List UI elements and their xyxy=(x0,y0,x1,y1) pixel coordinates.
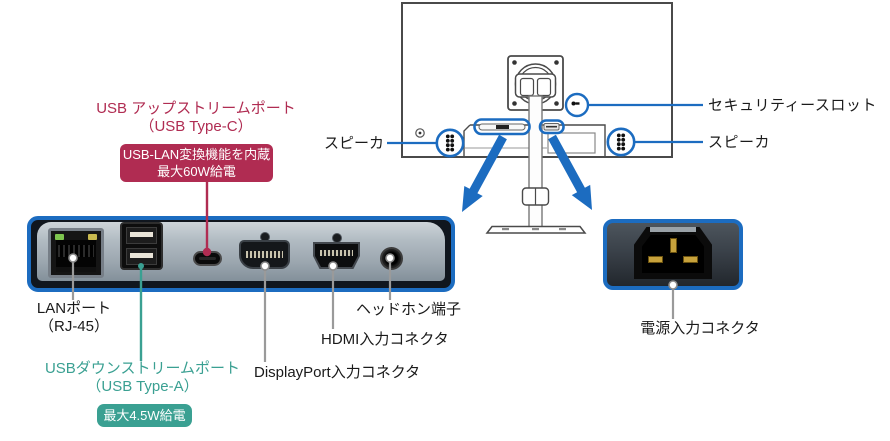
hdmi-label: HDMI入力コネクタ xyxy=(321,331,449,348)
power-panel-closeup xyxy=(603,219,743,290)
port-panel-closeup xyxy=(27,216,455,292)
rating-label-frame xyxy=(547,132,596,154)
lan-label-line1: LANポート xyxy=(36,300,112,317)
usb-a-port-top xyxy=(126,227,157,244)
lan-port-contacts xyxy=(58,245,94,257)
power-pin-right xyxy=(683,256,698,263)
stand-icon xyxy=(485,95,587,234)
stand-base-icon xyxy=(485,225,587,234)
blue-leader-lines xyxy=(387,103,703,145)
lan-port-icon xyxy=(48,228,104,278)
headphone-jack-icon xyxy=(380,247,403,270)
usb-a-port-bottom xyxy=(126,248,157,265)
lan-led-green-icon xyxy=(55,234,64,240)
speaker-right-icon xyxy=(606,127,636,157)
usb-a-downstream-label: USBダウンストリームポート （USB Type-A） xyxy=(42,360,243,396)
usb-a-badge: 最大4.5W給電 xyxy=(97,404,192,427)
power-inlet-icon xyxy=(634,227,712,279)
usb-a-label-line1: USBダウンストリームポート xyxy=(44,360,241,377)
arrow-left-icon xyxy=(462,134,507,212)
arrow-right-icon xyxy=(548,134,592,210)
displayport-icon xyxy=(239,240,290,269)
speaker-right-label: スピーカ xyxy=(708,134,771,151)
power-inlet-flange xyxy=(650,227,696,232)
usb-c-port-icon xyxy=(193,251,222,266)
hdmi-port-icon xyxy=(313,242,360,269)
headphone-label: ヘッドホン端子 xyxy=(356,301,462,318)
lan-label-line2: （RJ-45） xyxy=(38,318,109,335)
power-inlet-label: 電源入力コネクタ xyxy=(640,320,760,337)
usb-a-label-line2: （USB Type-A） xyxy=(86,378,199,395)
vesa-mount-icon xyxy=(507,55,564,111)
usb-c-upstream-label: USB アップストリームポート （USB Type-C） xyxy=(91,100,301,136)
usb-c-badge-line2: 最大60W給電 xyxy=(157,164,236,179)
power-inlet-highlight xyxy=(538,119,565,135)
usb-c-title-line2: （USB Type-C） xyxy=(139,118,253,135)
cable-clip-icon xyxy=(521,187,550,206)
lan-port-label: LANポート （RJ-45） xyxy=(33,300,115,336)
displayport-label: DisplayPort入力コネクタ xyxy=(254,364,421,381)
speaker-left-icon xyxy=(435,128,465,158)
lan-led-amber-icon xyxy=(88,234,97,240)
usb-c-badge-line1: USB-LAN変換機能を内蔵 xyxy=(122,147,271,162)
speaker-left-label: スピーカ xyxy=(323,135,384,152)
port-strip-highlight xyxy=(473,118,531,136)
power-pin-earth xyxy=(670,238,677,253)
usb-c-badge: USB-LAN変換機能を内蔵 最大60W給電 xyxy=(120,144,273,182)
monitor-rear-icon xyxy=(401,2,673,158)
usb-c-title-line1: USB アップストリームポート xyxy=(96,100,296,117)
hdmi-screw-icon xyxy=(332,233,342,243)
usb-a-port-icon xyxy=(120,222,163,270)
security-slot-icon xyxy=(564,92,590,118)
security-slot-label: セキュリティースロット xyxy=(708,97,877,114)
screw-icon xyxy=(415,128,425,138)
power-pin-left xyxy=(648,256,663,263)
